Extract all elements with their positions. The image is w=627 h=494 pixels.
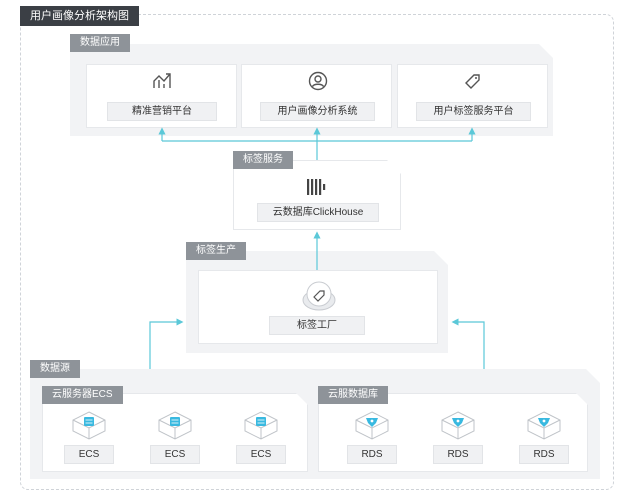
tag-icon xyxy=(463,71,483,91)
server-cube-icon xyxy=(243,411,279,441)
app-card-label: 精准营销平台 xyxy=(107,102,217,121)
tag-production-tag: 标签生产 xyxy=(186,242,246,260)
rds-label: RDS xyxy=(519,445,569,464)
outer-frame xyxy=(20,14,614,490)
clickhouse-label: 云数据库ClickHouse xyxy=(257,203,379,222)
line-chart-icon xyxy=(151,71,173,91)
ecs-label: ECS xyxy=(236,445,286,464)
server-cube-icon xyxy=(157,411,193,441)
app-card-label: 用户画像分析系统 xyxy=(260,102,375,121)
app-card-tag-service: 用户标签服务平台 xyxy=(397,64,548,128)
app-card-profile: 用户画像分析系统 xyxy=(241,64,392,128)
diagram-title: 用户画像分析架构图 xyxy=(20,6,139,26)
database-cube-icon xyxy=(526,411,562,441)
server-cube-icon xyxy=(71,411,107,441)
rds-label: RDS xyxy=(347,445,397,464)
data-source-tag: 数据源 xyxy=(30,360,80,378)
rds-group-tag: 云服数据库 xyxy=(318,386,388,404)
tag-service-tag: 标签服务 xyxy=(233,151,293,169)
ecs-label: ECS xyxy=(150,445,200,464)
data-app-tag: 数据应用 xyxy=(70,34,130,52)
tag-factory-icon xyxy=(301,280,337,312)
tag-factory-label: 标签工厂 xyxy=(269,316,365,335)
ecs-group-tag: 云服务器ECS xyxy=(42,386,123,404)
user-profile-icon xyxy=(307,70,329,92)
database-cube-icon xyxy=(440,411,476,441)
app-card-marketing: 精准营销平台 xyxy=(86,64,237,128)
ecs-label: ECS xyxy=(64,445,114,464)
rds-label: RDS xyxy=(433,445,483,464)
app-card-label: 用户标签服务平台 xyxy=(416,102,531,121)
database-cube-icon xyxy=(354,411,390,441)
clickhouse-icon xyxy=(306,178,328,196)
